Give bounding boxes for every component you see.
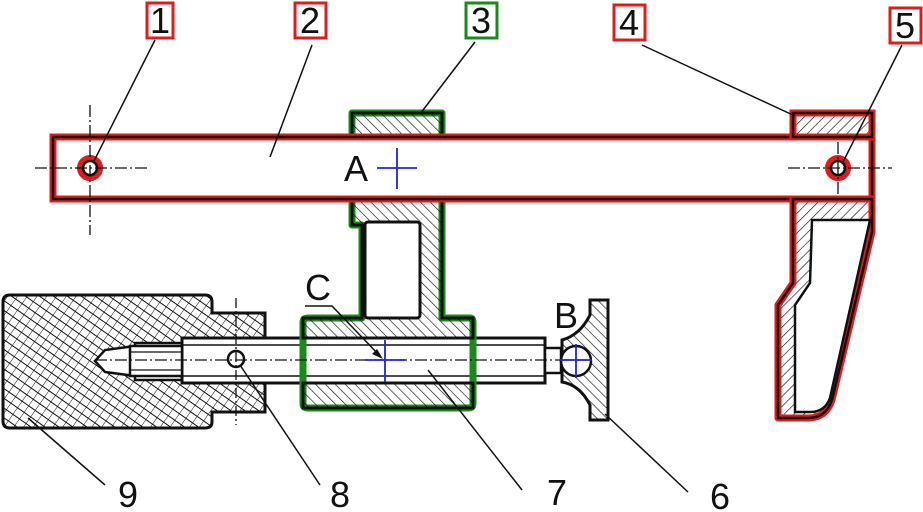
leader-lines — [27, 39, 903, 493]
label-box-3: 3 — [464, 0, 499, 41]
point-label-b: B — [554, 295, 578, 336]
label-8: 8 — [330, 474, 350, 512]
svg-text:1: 1 — [150, 0, 170, 41]
body-part-3 — [299, 109, 477, 412]
point-label-a: A — [344, 148, 368, 189]
beam-part-2 — [49, 133, 876, 203]
label-7: 7 — [547, 472, 567, 512]
label-box-1: 1 — [145, 0, 175, 41]
label-box-4: 4 — [612, 2, 647, 43]
svg-text:4: 4 — [619, 2, 639, 43]
svg-text:5: 5 — [895, 5, 915, 46]
svg-text:3: 3 — [471, 0, 491, 41]
point-label-c: C — [305, 267, 331, 308]
svg-text:2: 2 — [300, 0, 320, 41]
centerlines — [35, 105, 892, 361]
label-box-2: 2 — [293, 0, 328, 41]
label-box-5: 5 — [888, 5, 923, 46]
center-marks — [365, 148, 592, 382]
jaw-part-4 — [774, 109, 876, 422]
arrow-head-c — [372, 349, 383, 359]
label-9: 9 — [118, 474, 138, 512]
label-6: 6 — [710, 476, 730, 512]
